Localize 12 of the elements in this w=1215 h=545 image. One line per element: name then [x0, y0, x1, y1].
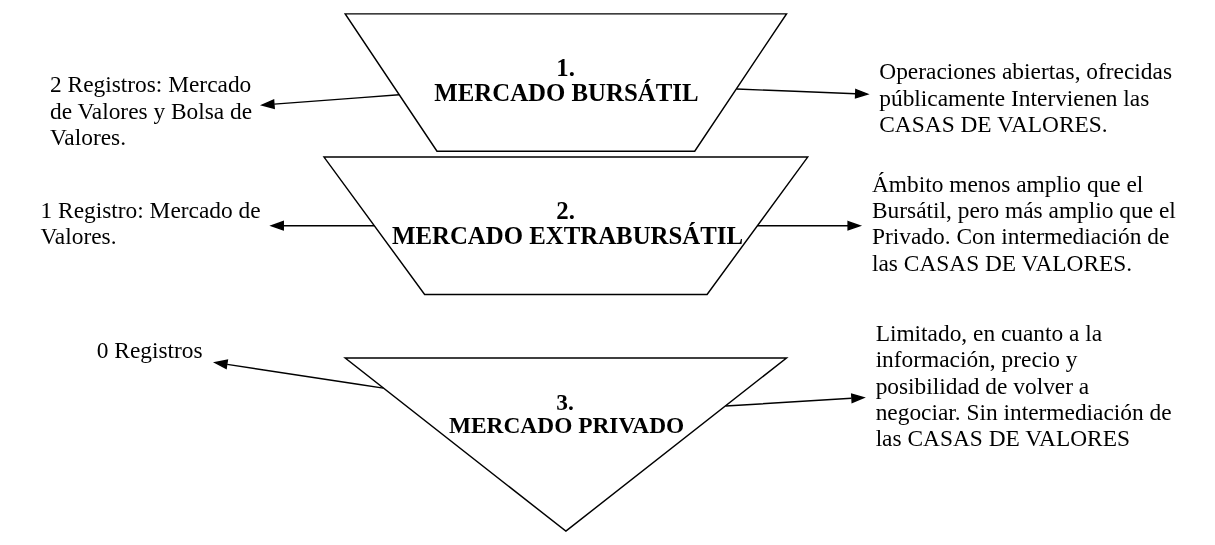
arrow: [213, 359, 385, 389]
node-text: 1 Registro: Mercado de Valores.: [40, 197, 261, 250]
arrow: [735, 88, 870, 99]
node-text: 0 Registros: [96, 337, 203, 364]
node-text: Limitado, en cuanto a la información, precio y posibilidad de volver a negociar. Sin intermediación de las CASAS DE VALORES: [875, 319, 1172, 452]
arrow: [269, 220, 375, 231]
arrow: [756, 220, 863, 231]
arrow: [724, 393, 866, 407]
node-text: 2 Registros: Mercado de Valores y Bolsa de Valores.: [50, 71, 253, 151]
arrow: [260, 94, 400, 110]
node-text: Operaciones abiertas, ofrecidas públicamente Intervienen las CASAS DE VALORES.: [879, 58, 1172, 137]
node-text: Ámbito menos amplio que el Bursátil, pero más amplio que el Privado. Con intermediación de las CASAS DE VALORES.: [871, 170, 1176, 276]
